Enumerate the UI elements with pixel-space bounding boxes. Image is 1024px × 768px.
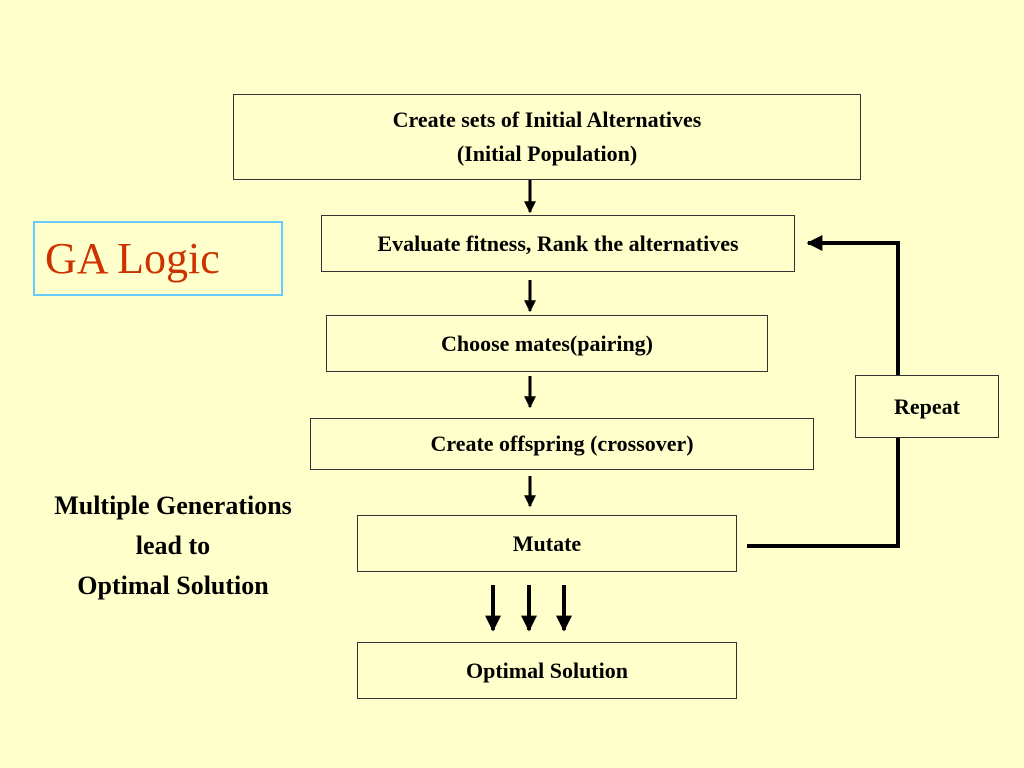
side-note: Multiple Generations lead to Optimal Sol… bbox=[5, 486, 341, 606]
step-optimal-solution: Optimal Solution bbox=[357, 642, 737, 699]
step-offspring-label: Create offspring (crossover) bbox=[430, 431, 694, 456]
step-create-offspring: Create offspring (crossover) bbox=[310, 418, 814, 470]
title-box: GA Logic bbox=[33, 221, 283, 296]
step-initial-line1: Create sets of Initial Alternatives bbox=[392, 107, 702, 132]
step-mutate: Mutate bbox=[357, 515, 737, 572]
diagram-title: GA Logic bbox=[45, 234, 220, 283]
repeat-feedback-loop bbox=[747, 235, 900, 548]
step-evaluate-label: Evaluate fitness, Rank the alternatives bbox=[377, 230, 739, 256]
step-optimal-label: Optimal Solution bbox=[466, 657, 628, 683]
arrows-mutate-to-optimal bbox=[485, 585, 572, 632]
step-mutate-label: Mutate bbox=[512, 530, 582, 556]
step-initial-population: Create sets of Initial Alternatives (Ini… bbox=[233, 94, 861, 180]
step-evaluate-fitness: Evaluate fitness, Rank the alternatives bbox=[321, 215, 795, 272]
side-note-line1: Multiple Generations bbox=[54, 491, 292, 520]
repeat-label: Repeat bbox=[894, 393, 960, 419]
side-note-line3: Optimal Solution bbox=[77, 571, 269, 600]
step-choose-mates: Choose mates(pairing) bbox=[326, 315, 768, 372]
step-choose-label: Choose mates(pairing) bbox=[440, 330, 654, 356]
step-initial-line2: (Initial Population) bbox=[456, 141, 638, 166]
side-note-line2: lead to bbox=[135, 531, 211, 560]
repeat-box: Repeat bbox=[855, 375, 999, 438]
